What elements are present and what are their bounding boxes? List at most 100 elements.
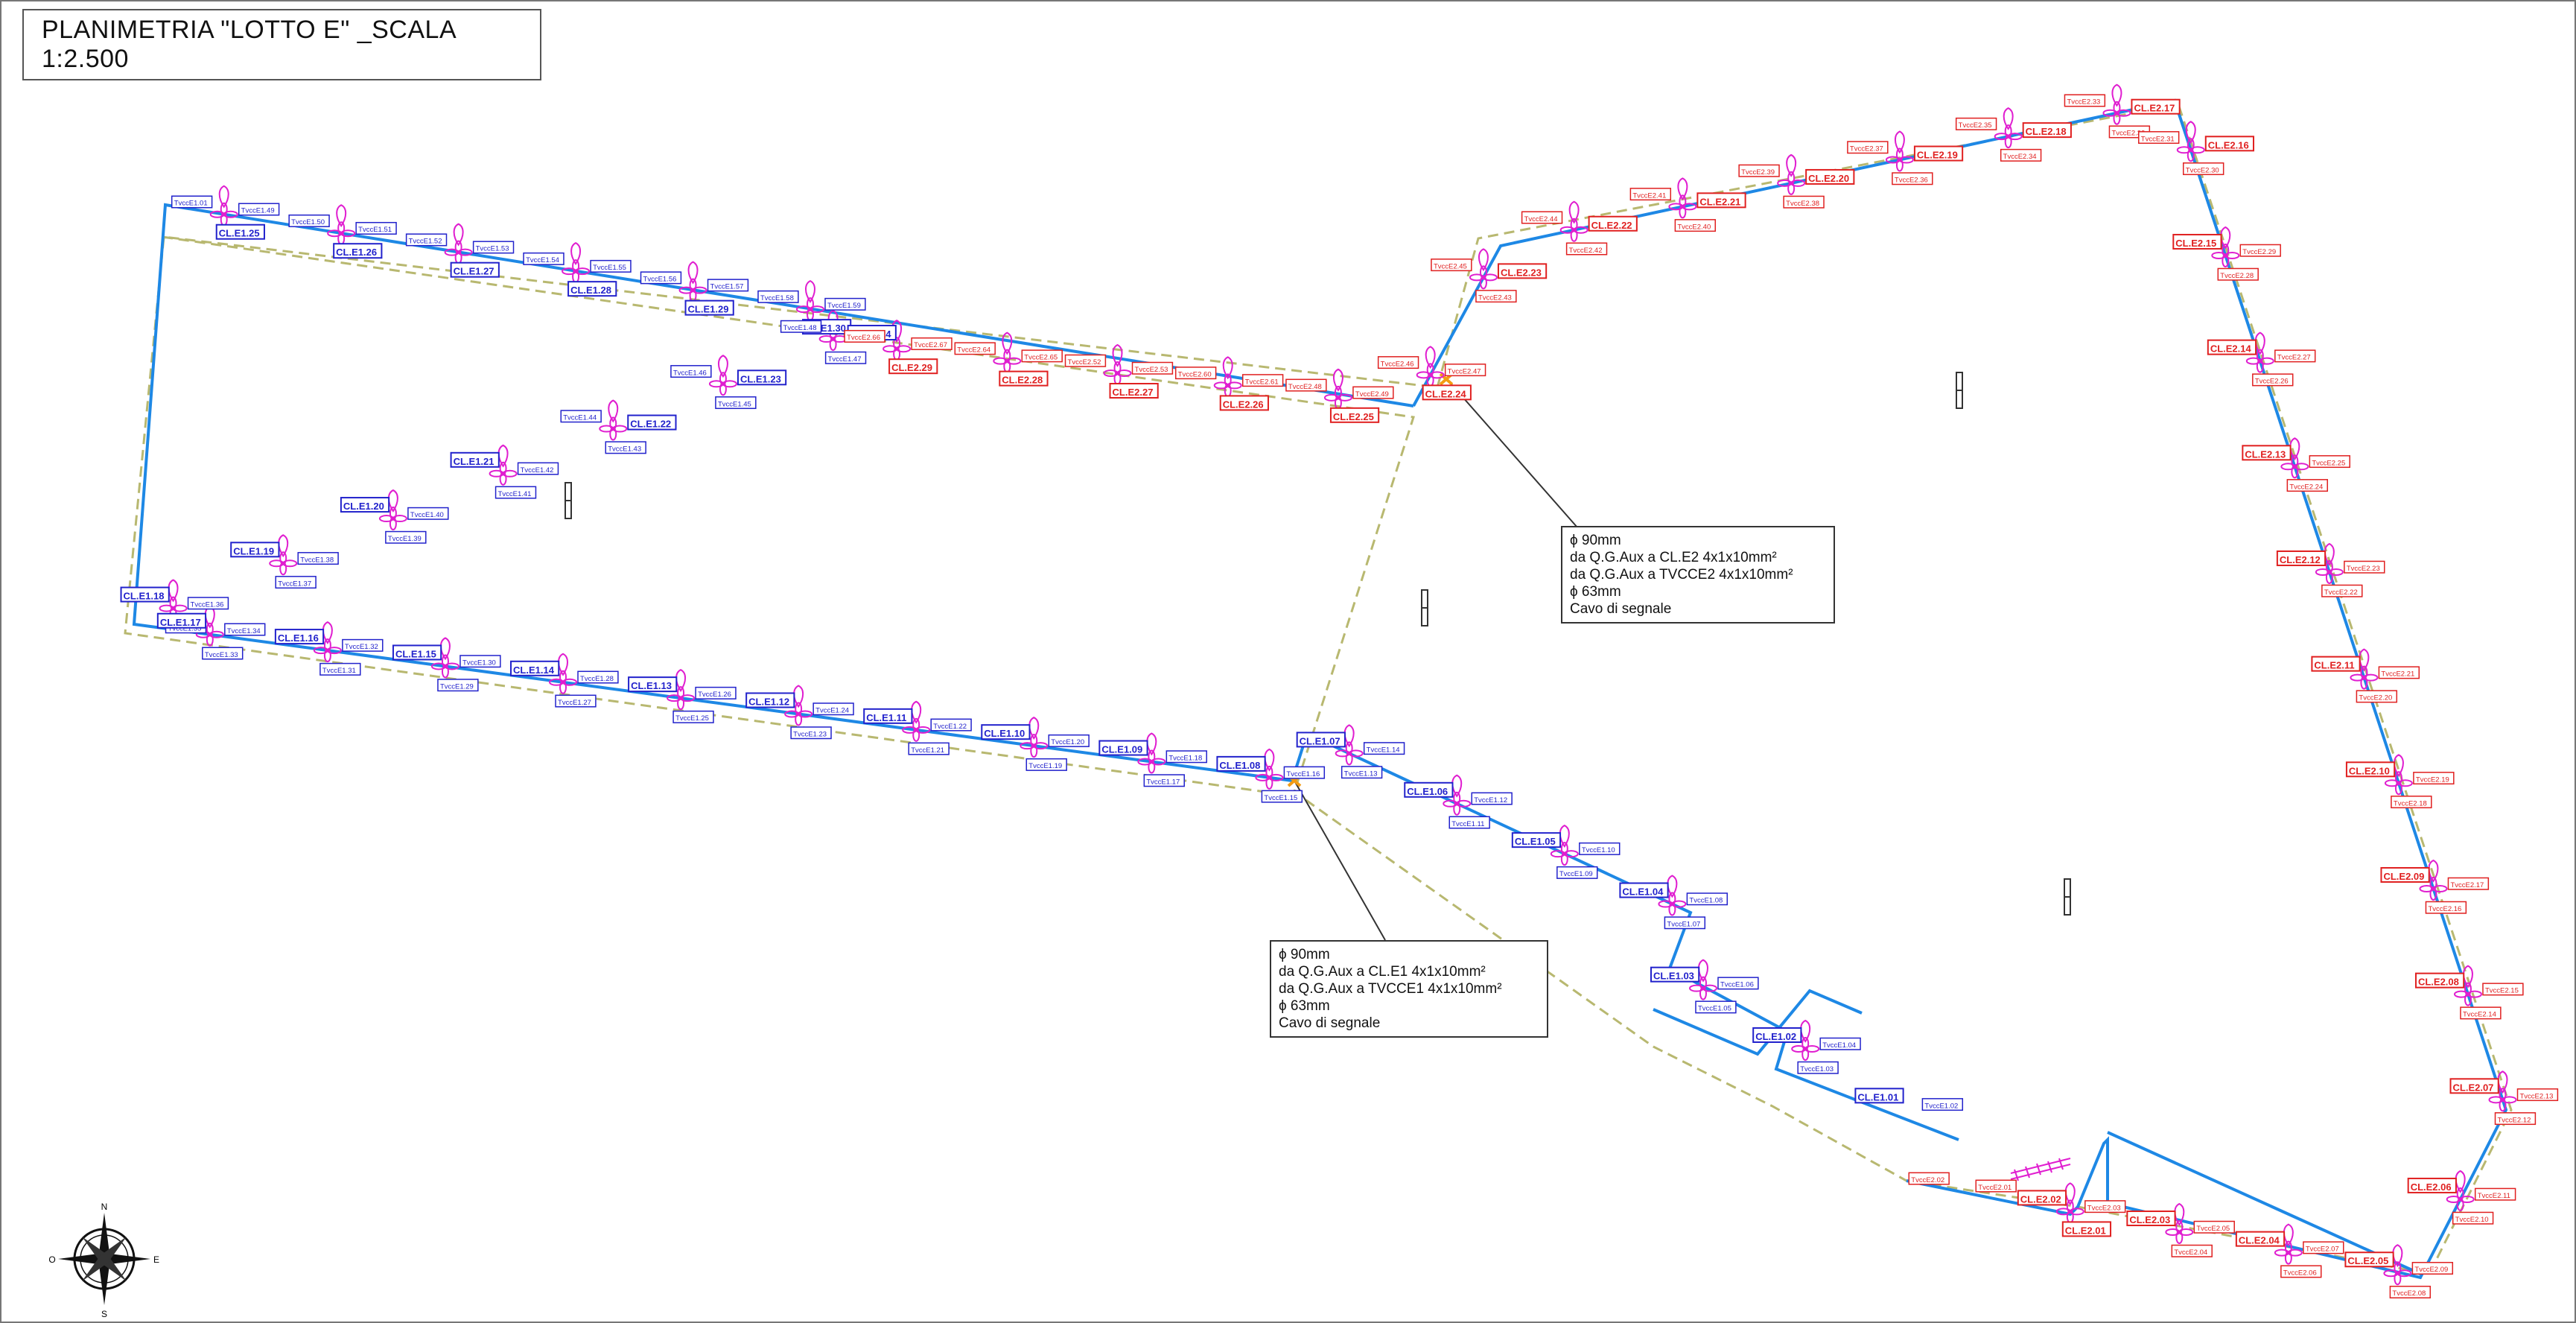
red-label: TvccE2.35: [1955, 117, 1997, 130]
red-label: TvccE2.64: [954, 342, 996, 355]
light-fixture-icon: [1668, 177, 1697, 219]
blue-label: CL.E1.02: [1752, 1027, 1802, 1044]
red-label: TvccE2.40: [1674, 219, 1717, 232]
red-label-text: TvccE2.37: [1850, 145, 1883, 153]
red-label-text: TvccE2.22: [2324, 588, 2358, 597]
red-label-text: CL.E2.06: [2411, 1181, 2452, 1193]
red-label-text: TvccE2.33: [2067, 98, 2100, 107]
blue-label: TvccE1.14: [1363, 742, 1405, 755]
blue-label-text: CL.E1.02: [1755, 1031, 1796, 1042]
blue-label-text: CL.E1.03: [1653, 971, 1694, 982]
blue-label-text: CL.E1.10: [984, 728, 1025, 739]
blue-label: CL.E1.17: [156, 612, 207, 629]
red-label-text: TvccE2.48: [1288, 383, 1322, 391]
light-fixture-icon: [269, 534, 298, 576]
blue-label-text: TvccE1.37: [278, 580, 311, 588]
red-label-text: CL.E2.26: [1223, 399, 1264, 410]
blue-label: TvccE1.26: [695, 686, 737, 699]
blue-label-text: TvccE1.08: [1689, 897, 1723, 905]
red-label: CL.E2.02: [2017, 1190, 2067, 1206]
red-label: TvccE2.26: [2252, 373, 2294, 387]
red-label: TvccE2.33: [2064, 94, 2106, 107]
blue-label-text: TvccE1.45: [718, 400, 751, 408]
blue-label: TvccE1.09: [1556, 866, 1598, 879]
red-label: TvccE2.28: [2217, 267, 2259, 281]
red-label-text: CL.E2.04: [2239, 1235, 2280, 1246]
blue-label-text: CL.E1.28: [570, 285, 611, 296]
blue-label-text: TvccE1.26: [698, 691, 731, 699]
red-label: TvccE2.14: [2460, 1006, 2502, 1020]
leader-line-e1: [1294, 780, 1386, 941]
cable-route-e1: [1291, 732, 1959, 1141]
blue-label: TvccE1.36: [187, 597, 229, 610]
blue-label: TvccE1.28: [577, 670, 619, 684]
blue-label: CL.E1.14: [510, 660, 560, 676]
light-fixture-icon: [993, 331, 1022, 373]
blue-label: TvccE1.16: [1283, 766, 1326, 779]
red-label: CL.E2.22: [1588, 215, 1638, 232]
blue-label: TvccE1.25: [672, 710, 714, 723]
blue-label-text: TvccE1.33: [205, 651, 238, 659]
red-label-text: TvccE2.18: [2394, 799, 2427, 808]
red-label-text: CL.E2.03: [2129, 1214, 2170, 1225]
blue-label-text: CL.E1.11: [866, 712, 906, 723]
red-label-text: CL.E2.18: [2026, 126, 2067, 137]
blue-label-text: CL.E1.26: [336, 247, 377, 258]
blue-label-text: TvccE1.36: [191, 601, 224, 609]
red-label: CL.E2.21: [1696, 192, 1746, 209]
blue-label: TvccE1.38: [297, 552, 339, 565]
red-label-text: CL.E2.14: [2210, 343, 2252, 355]
blue-label-text: TvccE1.44: [563, 414, 597, 422]
red-label-text: TvccE2.11: [2478, 1192, 2510, 1200]
cable-note-e2: ϕ 90mm da Q.G.Aux a CL.E2 4x1x10mm² da Q…: [1561, 526, 1835, 624]
red-label-text: TvccE2.38: [1786, 200, 1819, 208]
red-label-text: CL.E2.20: [1808, 173, 1849, 184]
blue-label: CL.E1.07: [1296, 732, 1346, 748]
light-fixture-icon: [1658, 875, 1687, 916]
blue-label: CL.E1.10: [981, 724, 1031, 740]
blue-label-text: TvccE1.41: [498, 490, 532, 498]
blue-label: TvccE1.30: [459, 655, 501, 668]
blue-label-text: TvccE1.04: [1822, 1041, 1856, 1050]
light-fixture-icon: [327, 204, 356, 246]
light-fixture-icon: [708, 355, 737, 396]
red-label-text: TvccE2.67: [914, 341, 947, 349]
blue-label: CL.E1.22: [627, 414, 677, 431]
blue-label-text: CL.E1.01: [1857, 1091, 1898, 1102]
blue-label-text: TvccE1.03: [1800, 1065, 1834, 1073]
red-label-text: TvccE2.36: [1895, 177, 1928, 185]
red-label: TvccE2.22: [2321, 584, 2363, 597]
blue-label-text: TvccE1.09: [1559, 870, 1593, 878]
blue-label-text: CL.E1.25: [219, 228, 260, 239]
blue-label-text: CL.E1.20: [343, 501, 384, 512]
red-label: CL.E2.05: [2344, 1251, 2394, 1268]
red-label: TvccE2.04: [2171, 1244, 2213, 1257]
blue-label: TvccE1.59: [824, 297, 866, 311]
red-label-text: TvccE2.03: [2087, 1204, 2121, 1212]
light-fixture-icon: [2176, 121, 2205, 162]
note-line: ϕ 90mm: [1279, 947, 1330, 962]
blue-label-text: CL.E1.21: [454, 456, 494, 467]
red-label-text: CL.E2.25: [1333, 411, 1374, 422]
light-fixture-icon: [1885, 130, 1914, 172]
blue-label-text: TvccE1.32: [345, 643, 378, 651]
blue-label-text: CL.E1.18: [124, 591, 165, 602]
blue-label-text: TvccE1.01: [174, 200, 208, 208]
blue-label: TvccE1.04: [1819, 1037, 1861, 1050]
note-line: da Q.G.Aux a TVCCE1 4x1x10mm²: [1279, 981, 1502, 997]
red-label: TvccE2.31: [2138, 131, 2180, 145]
red-label-text: TvccE2.17: [2450, 881, 2484, 889]
blue-label: TvccE1.32: [342, 638, 384, 652]
red-label: TvccE2.45: [1431, 258, 1472, 272]
blue-label-text: CL.E1.15: [395, 648, 436, 659]
red-label: CL.E2.17: [2131, 98, 2181, 115]
blue-label-text: TvccE1.54: [526, 256, 559, 264]
blue-label-text: TvccE1.34: [227, 627, 261, 635]
red-label-text: TvccE2.20: [2359, 694, 2392, 702]
blue-label: TvccE1.41: [494, 486, 537, 499]
light-fixture-icon: [1213, 356, 1242, 398]
red-label-text: TvccE2.02: [1911, 1176, 1944, 1184]
blue-label: TvccE1.54: [523, 252, 565, 265]
blue-label-text: TvccE1.51: [358, 226, 392, 234]
red-label: TvccE2.03: [2084, 1200, 2126, 1213]
